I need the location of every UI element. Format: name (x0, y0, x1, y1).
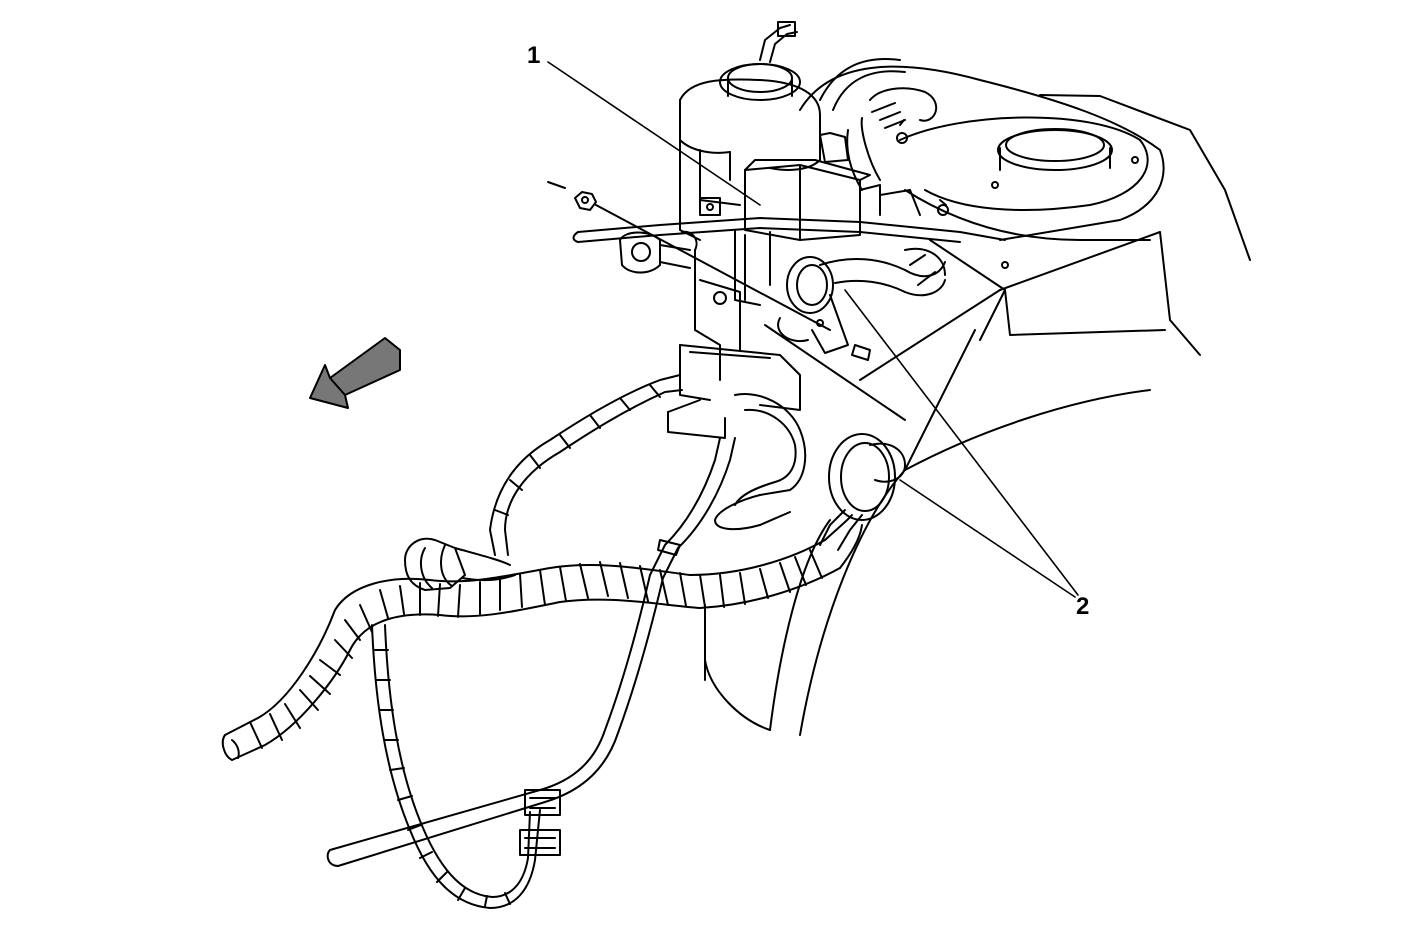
leader-2b (844, 289, 1079, 596)
callout-2-label: 2 (1076, 593, 1090, 620)
harness-branch-right (824, 514, 863, 569)
leader-1 (547, 61, 761, 206)
pipe-end (572, 231, 579, 243)
sensor-hose (819, 247, 946, 297)
harness-branch-left (489, 374, 683, 556)
strut-tower-body (799, 65, 1251, 269)
front-direction-arrow-icon (309, 337, 401, 409)
brake-pipe-upper-2 (577, 227, 961, 243)
sensor-wire-lower (371, 624, 541, 909)
leader-2a (899, 479, 1076, 598)
loop-hose (714, 393, 807, 531)
round-connector (404, 537, 516, 591)
brake-pipe-lower (326, 437, 736, 867)
main-harness (221, 539, 841, 761)
callout-leaders (547, 61, 1079, 598)
wheel-speed-sensor-upper (777, 256, 871, 361)
fastener-nut (547, 181, 831, 331)
connector-block (667, 344, 801, 439)
callout-1-label: 1 (527, 42, 541, 69)
inner-fender (704, 231, 1201, 736)
sensor-bracket (764, 324, 906, 421)
inline-fittings (519, 789, 561, 856)
upper-harness (819, 58, 949, 216)
wheel-speed-sensor-lower (819, 433, 906, 551)
brake-pipe-upper (577, 217, 1006, 241)
